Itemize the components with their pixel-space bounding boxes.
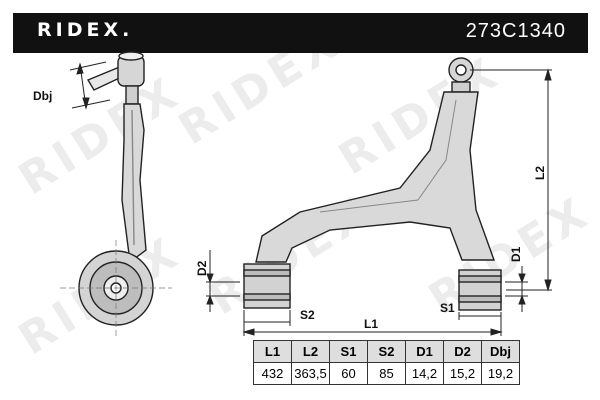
spec-value: 85	[367, 362, 406, 385]
spec-header: Dbj	[481, 340, 520, 363]
s2-label: S2	[300, 308, 315, 322]
s1-label: S1	[440, 301, 455, 315]
arm-body-side	[121, 103, 147, 264]
specs-header-row: L1 L2 S1 S2 D1 D2 Dbj	[253, 340, 520, 363]
part-number: 273C1340	[465, 20, 566, 42]
specs-table: L1 L2 S1 S2 D1 D2 Dbj 432 363,5 60 85 14…	[253, 340, 520, 385]
dimension-lines	[206, 68, 552, 336]
l2-label: L2	[533, 166, 547, 180]
brand-logo: RIDEX.	[37, 19, 134, 41]
specs-value-row: 432 363,5 60 85 14,2 15,2 19,2	[253, 362, 520, 385]
spec-header: L2	[291, 340, 330, 363]
spec-header: S1	[329, 340, 368, 363]
spec-header: S2	[367, 340, 406, 363]
d1-label: D1	[509, 246, 523, 262]
spec-value: 432	[253, 362, 292, 385]
l1-label: L1	[364, 317, 378, 331]
spec-value: 60	[329, 362, 368, 385]
spec-value: 14,2	[405, 362, 444, 385]
spec-value: 15,2	[443, 362, 482, 385]
spec-value: 19,2	[481, 362, 520, 385]
spec-value: 363,5	[291, 362, 330, 385]
spec-header: L1	[253, 340, 292, 363]
spec-header: D2	[443, 340, 482, 363]
side-view	[60, 51, 172, 336]
dbj-dimension	[69, 61, 111, 110]
dbj-label: Dbj	[33, 89, 52, 103]
control-arm-body	[255, 91, 495, 263]
front-view	[243, 57, 502, 311]
spec-header: D1	[405, 340, 444, 363]
header-bar: RIDEX. 273C1340	[13, 13, 588, 53]
d2-label: D2	[195, 260, 209, 276]
